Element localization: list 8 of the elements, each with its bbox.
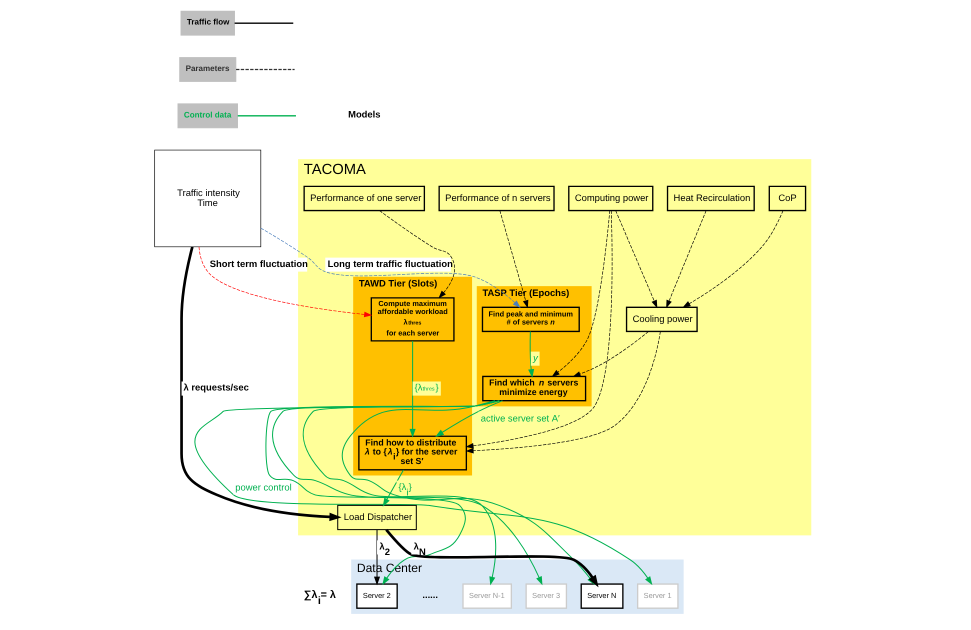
label: Models <box>348 108 380 120</box>
label: ...... <box>422 588 438 600</box>
edge-label: active server set A′ <box>480 412 560 424</box>
edge-label: λ requests/sec <box>184 382 249 393</box>
edge-label: Long term traffic fluctuation <box>328 258 453 269</box>
edge-label: y <box>533 352 538 363</box>
edge-label: power control <box>235 481 292 492</box>
edge-label: Short term fluctuation <box>210 258 308 269</box>
